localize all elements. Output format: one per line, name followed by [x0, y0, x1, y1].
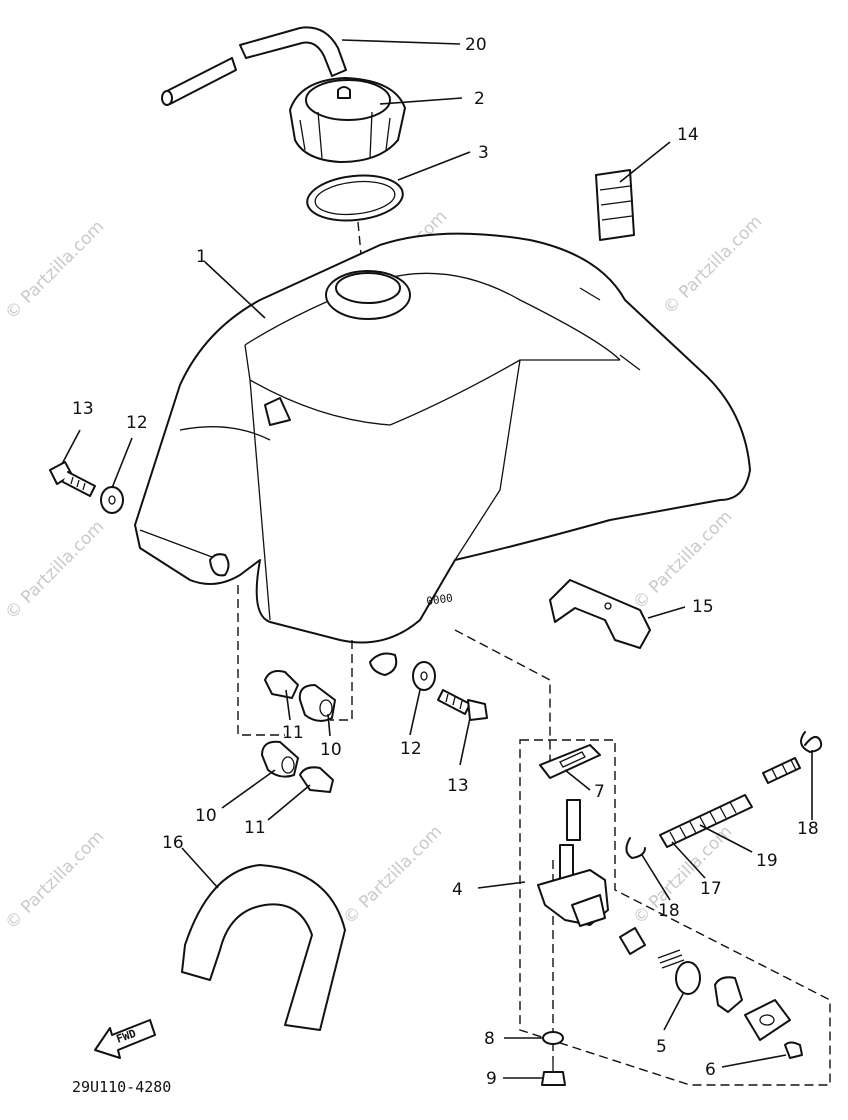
callout-17: 17 — [700, 879, 722, 899]
clip — [595, 169, 635, 241]
callout-3: 3 — [478, 143, 489, 163]
fuel-tank: 0000 — [134, 232, 751, 676]
callout-10: 10 — [320, 740, 342, 760]
callout-12: 12 — [400, 739, 422, 759]
callout-6: 6 — [705, 1060, 716, 1080]
grommet — [298, 684, 336, 722]
forward-arrow: FWD — [94, 1019, 156, 1059]
hose-clip — [625, 837, 646, 859]
callout-9: 9 — [486, 1069, 497, 1089]
valve-parts — [619, 927, 803, 1059]
callout-14: 14 — [677, 125, 699, 145]
bolt — [437, 689, 488, 721]
callout-numbers: 20 2 3 14 1 13 12 15 11 10 12 13 7 10 11… — [72, 35, 819, 1089]
callout-13: 13 — [72, 399, 94, 419]
hose-clip — [800, 731, 823, 753]
callout-11: 11 — [244, 818, 266, 838]
callout-16: 16 — [162, 833, 184, 853]
callout-19: 19 — [756, 851, 778, 871]
callout-12: 12 — [126, 413, 148, 433]
collar — [264, 670, 299, 699]
fuel-cock — [537, 799, 609, 927]
callout-11: 11 — [282, 723, 304, 743]
grommet — [261, 740, 299, 778]
diagram-code: 29U110-4280 — [72, 1078, 171, 1096]
assembly-line — [237, 585, 285, 736]
callout-8: 8 — [484, 1029, 495, 1049]
callout-10: 10 — [195, 806, 217, 826]
tank-band — [181, 864, 346, 1031]
washer — [412, 661, 436, 691]
tank-bracket — [549, 579, 651, 649]
watermark: © Partzilla.com — [1, 517, 108, 624]
watermark: © Partzilla.com — [1, 217, 108, 324]
tank-marking: 0000 — [426, 591, 454, 608]
callout-4: 4 — [452, 880, 463, 900]
spring — [762, 757, 801, 784]
cock-gasket — [539, 744, 601, 779]
washer — [100, 486, 124, 514]
callout-5: 5 — [656, 1037, 667, 1057]
watermark: © Partzilla.com — [1, 827, 108, 934]
callout-18: 18 — [797, 819, 819, 839]
watermark: © Partzilla.com — [339, 822, 446, 929]
vent-hose — [161, 26, 347, 106]
spring — [659, 794, 753, 848]
callout-20: 20 — [465, 35, 487, 55]
callout-13: 13 — [447, 776, 469, 796]
cap-gasket — [306, 174, 404, 222]
callout-7: 7 — [594, 782, 605, 802]
drain-screw — [541, 1060, 566, 1086]
callout-18: 18 — [658, 901, 680, 921]
callout-15: 15 — [692, 597, 714, 617]
watermark: © Partzilla.com — [629, 507, 736, 614]
fuel-cap — [289, 77, 406, 163]
callout-1: 1 — [196, 247, 207, 267]
callout-2: 2 — [474, 89, 485, 109]
leader-lines — [61, 39, 813, 1079]
assembly-line — [454, 629, 551, 765]
drain-washer — [542, 1031, 564, 1045]
bolt — [49, 461, 96, 497]
watermark: © Partzilla.com — [659, 212, 766, 319]
